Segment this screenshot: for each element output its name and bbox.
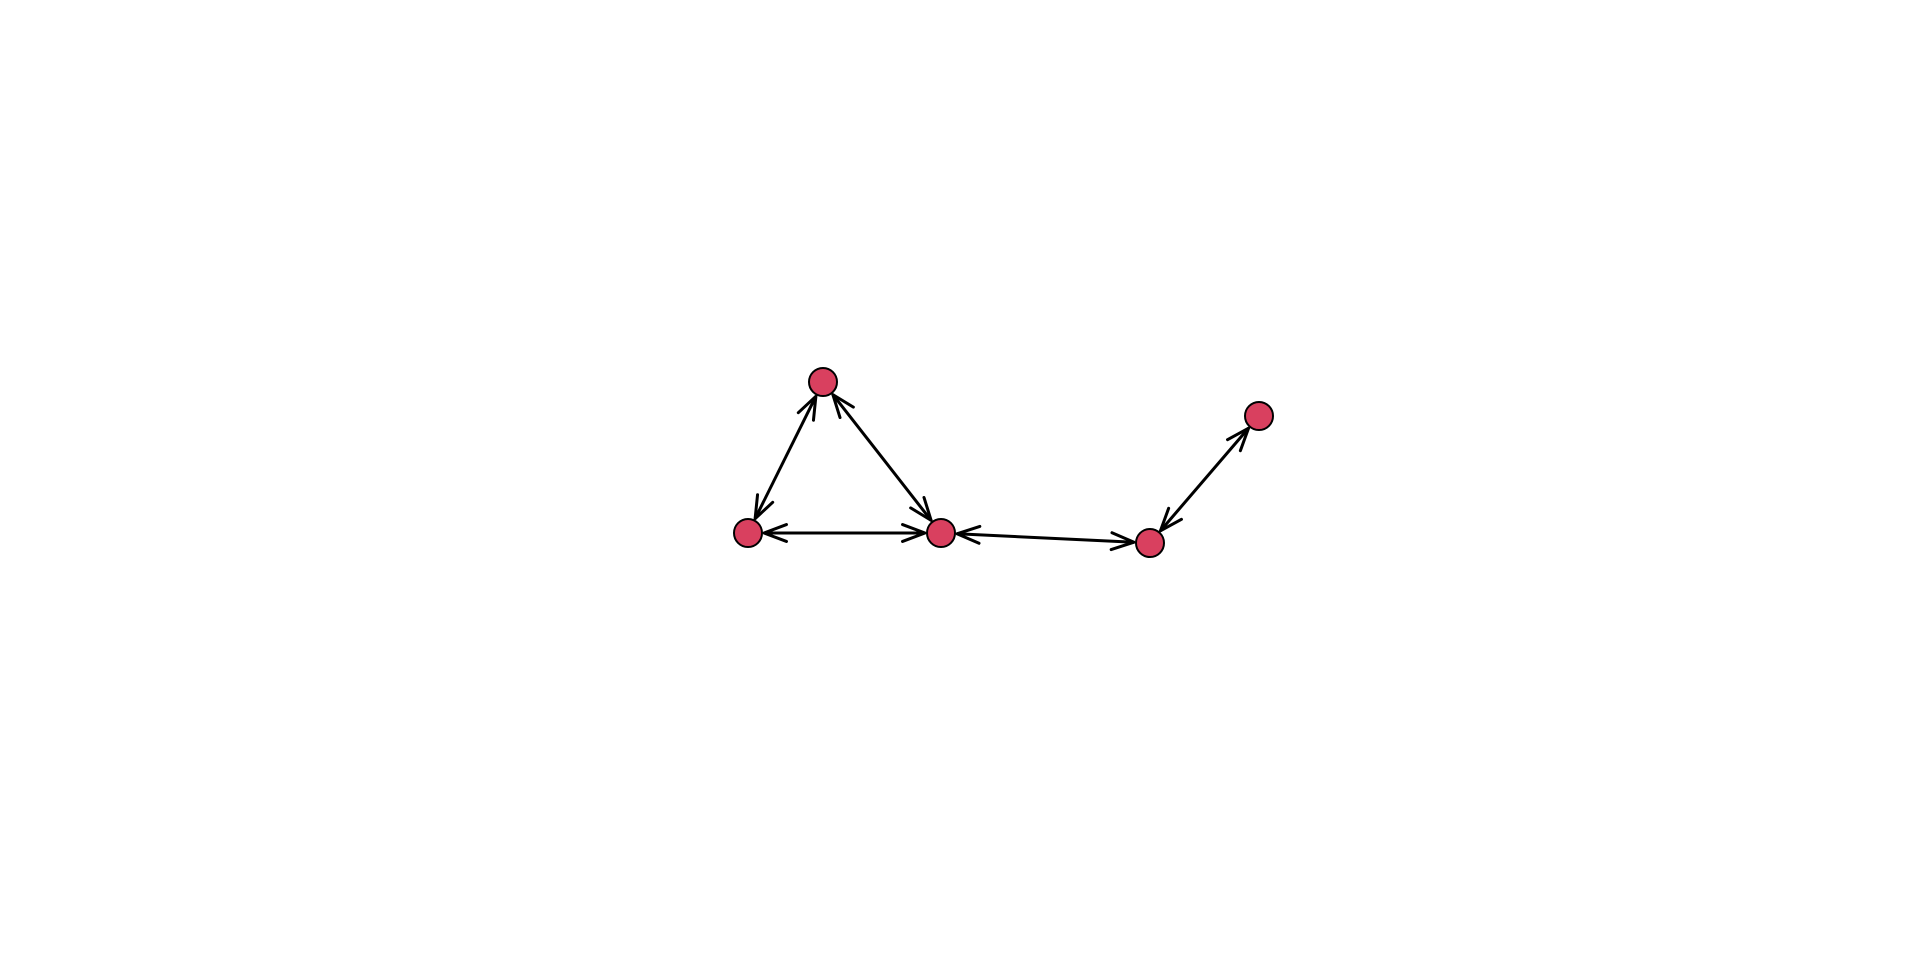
node-far-right [1244, 401, 1274, 431]
node-top [808, 367, 838, 397]
edge-top-left [753, 394, 818, 521]
node-middle [926, 518, 956, 548]
edge-line [956, 532, 1135, 544]
node-lower-right [1135, 528, 1165, 558]
edge-lower-right-far-right [1158, 426, 1251, 533]
edge-top-middle [831, 393, 933, 522]
node-left [733, 518, 763, 548]
arrowhead-icon [901, 523, 927, 543]
nodes-layer [733, 367, 1274, 558]
edges-layer [753, 393, 1251, 552]
arrowhead-icon [1226, 426, 1251, 453]
arrowhead-icon [796, 394, 818, 422]
arrowhead-icon [762, 523, 788, 543]
edge-middle-lower-right [955, 524, 1136, 552]
arrowhead-icon [1158, 506, 1183, 533]
edge-line [753, 395, 818, 520]
arrowhead-icon [1109, 531, 1136, 552]
arrowhead-icon [831, 393, 855, 420]
edge-line [1159, 427, 1250, 532]
arrowhead-icon [753, 493, 775, 521]
edge-line [831, 393, 933, 522]
edge-left-middle [762, 523, 927, 543]
arrowhead-icon [909, 495, 933, 522]
arrowhead-icon [955, 524, 982, 545]
